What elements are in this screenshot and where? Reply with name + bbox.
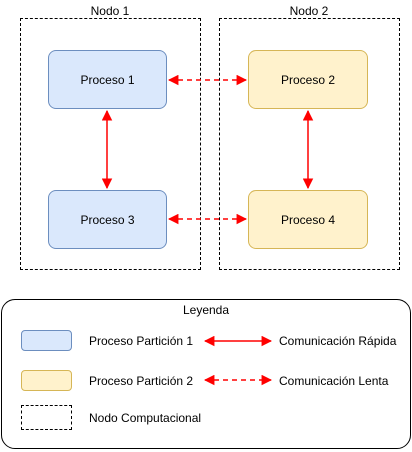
node-1-box <box>20 18 201 270</box>
node-2-box <box>219 18 400 270</box>
legend-partition-1-label: Proceso Partición 1 <box>89 334 194 348</box>
legend-fast-label: Comunicación Rápida <box>279 334 397 348</box>
legend-node-label: Nodo Computacional <box>89 411 202 425</box>
process-3: Proceso 3 <box>48 190 167 249</box>
process-3-label: Proceso 3 <box>80 212 135 227</box>
legend-partition-1-swatch <box>21 330 72 351</box>
legend-title: Leyenda <box>182 303 230 317</box>
node-2-title: Nodo 2 <box>289 4 329 18</box>
process-2-label: Proceso 2 <box>280 72 336 87</box>
process-4: Proceso 4 <box>248 190 368 249</box>
node-1-title: Nodo 1 <box>90 4 130 18</box>
process-4-label: Proceso 4 <box>280 212 336 227</box>
process-1-label: Proceso 1 <box>80 72 135 87</box>
legend-partition-2-label: Proceso Partición 2 <box>89 374 194 388</box>
process-1: Proceso 1 <box>48 50 167 109</box>
legend-box <box>1 299 411 449</box>
legend-partition-2-swatch <box>21 370 72 391</box>
legend-slow-label: Comunicación Lenta <box>279 374 389 388</box>
legend-node-swatch <box>21 405 72 430</box>
process-2: Proceso 2 <box>248 50 368 109</box>
